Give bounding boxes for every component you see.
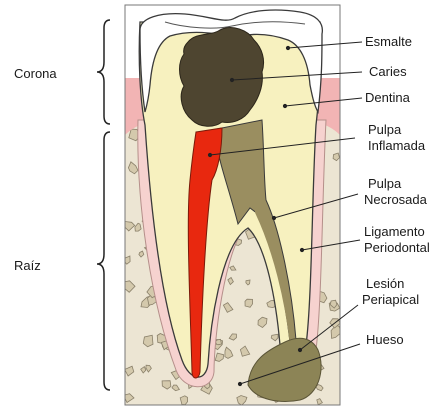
bone-chip	[123, 256, 131, 264]
root-bracket	[97, 132, 110, 390]
ligament-label-1: Ligamento	[364, 224, 425, 239]
lesion-label-2: Periapical	[362, 292, 419, 307]
pulp-necrotic-label-1: Pulpa	[368, 176, 402, 191]
pulp-necrotic-label-2: Necrosada	[364, 192, 428, 207]
enamel-label: Esmalte	[365, 34, 412, 49]
pulp-inflamed-label-2: Inflamada	[368, 138, 426, 153]
pulp-inflamed-label-1: Pulpa	[368, 122, 402, 137]
root-label: Raíz	[14, 258, 41, 273]
bone-label: Hueso	[366, 332, 404, 347]
crown-bracket	[97, 20, 110, 124]
dentin-label: Dentina	[365, 90, 411, 105]
crown-label: Corona	[14, 66, 57, 81]
caries-label: Caries	[369, 64, 407, 79]
bone-chip	[180, 396, 187, 405]
ligament-label-2: Periodontal	[364, 240, 430, 255]
lesion-label-1: Lesión	[366, 276, 404, 291]
